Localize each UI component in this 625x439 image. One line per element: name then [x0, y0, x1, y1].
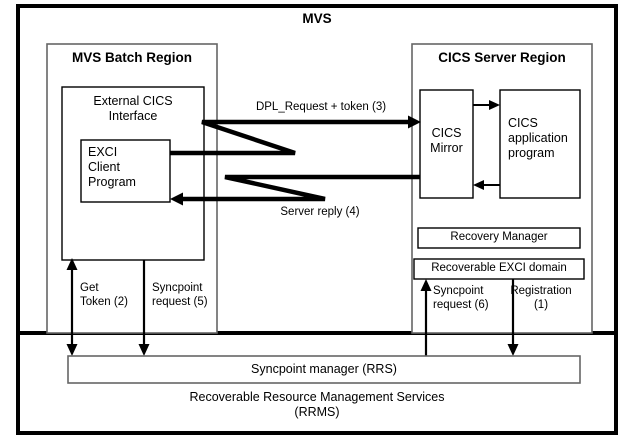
server-reply-zigzag-line — [178, 174, 420, 202]
exci-client-program-label: EXCI Client Program — [88, 145, 136, 189]
rrms-caption: Recoverable Resource Management Services… — [189, 390, 445, 419]
dpl-request-label: DPL_Request + token (3) — [255, 101, 387, 113]
recovery-manager-box — [417, 227, 581, 249]
registration-label: Registration (1) — [510, 285, 572, 311]
get-token-label: Get Token (2) — [80, 282, 128, 308]
cics-mirror-box — [419, 89, 474, 199]
syncpoint-request-6-label: Syncpoint request (6) — [433, 285, 489, 311]
application-to-mirror-arrowhead — [473, 180, 484, 190]
registration-arrowhead — [507, 344, 519, 356]
server-reply-label: Server reply (4) — [280, 206, 360, 218]
recoverable-exci-domain-box — [413, 258, 585, 280]
get-token-up-arrowhead — [66, 258, 78, 270]
dpl-request-zigzag-line — [170, 119, 413, 156]
mvs-batch-region-title: MVS Batch Region — [71, 50, 192, 65]
syncpoint-request-6-arrowhead — [420, 279, 432, 291]
mirror-to-application-arrowhead — [489, 100, 500, 110]
cics-mirror-label: CICS Mirror — [430, 126, 463, 155]
syncpoint-request-5-arrowhead — [138, 344, 150, 356]
recovery-manager-label: Recovery Manager — [450, 231, 548, 243]
external-cics-interface-label: External CICS Interface — [93, 94, 173, 123]
exci-client-program-box — [80, 139, 171, 203]
dpl-request-arrowhead — [408, 115, 421, 129]
syncpoint-manager-label: Syncpoint manager (RRS) — [251, 362, 397, 376]
cics-application-program-box — [499, 89, 581, 199]
server-reply-arrowhead — [170, 192, 183, 206]
recoverable-exci-domain-label: Recoverable EXCI domain — [431, 262, 567, 274]
get-token-down-arrowhead — [66, 344, 78, 356]
syncpoint-request-5-label: Syncpoint request (5) — [152, 282, 208, 308]
syncpoint-manager-box — [67, 355, 581, 384]
cics-application-program-label: CICS application program — [508, 116, 568, 160]
mvs-title: MVS — [302, 11, 332, 26]
cics-server-region-title: CICS Server Region — [438, 50, 566, 65]
